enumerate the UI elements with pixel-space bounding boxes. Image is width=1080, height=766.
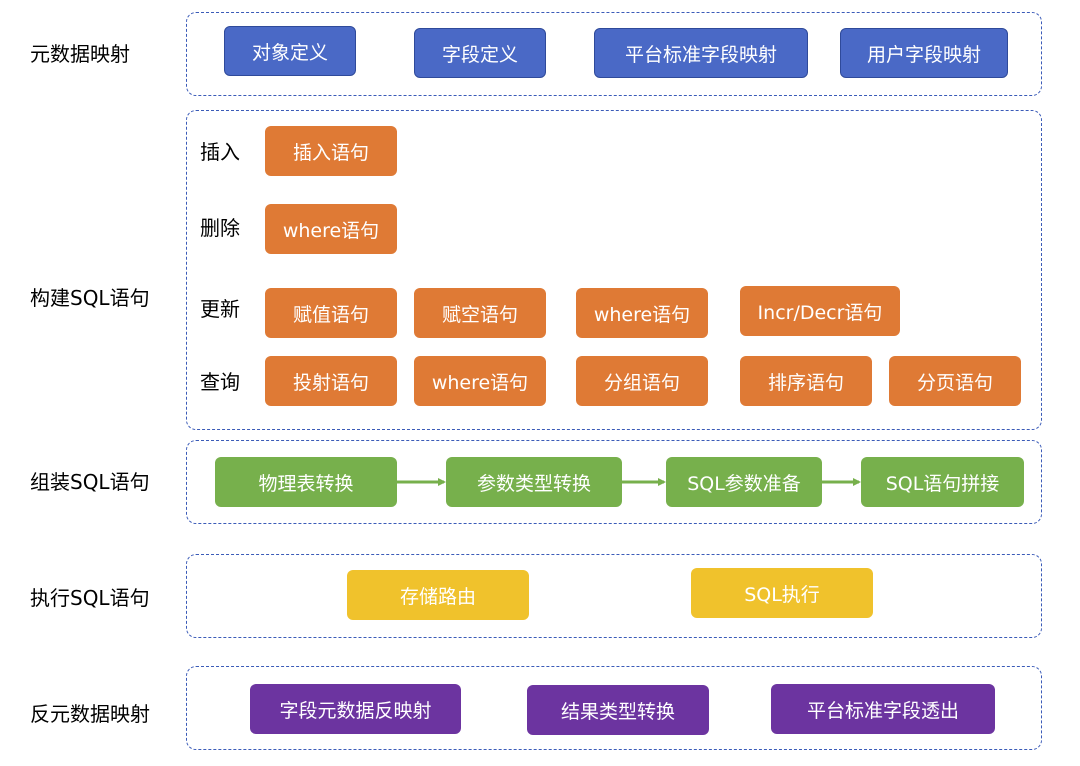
sub-label-delete: 删除 [200, 216, 240, 240]
box-user-field-mapping: 用户字段映射 [840, 28, 1008, 78]
box-object-definition: 对象定义 [224, 26, 356, 76]
sub-label-update: 更新 [200, 297, 240, 321]
row-label-build-sql: 构建SQL语句 [30, 286, 150, 310]
section-build-sql [186, 110, 1042, 430]
row-label-reverse-mapping: 反元数据映射 [30, 702, 150, 726]
box-delete-where-statement: where语句 [265, 204, 397, 254]
sub-label-insert: 插入 [200, 140, 240, 164]
box-assign-statement: 赋值语句 [265, 288, 397, 338]
box-sql-param-preparation: SQL参数准备 [666, 457, 822, 507]
box-incr-decr-statement: Incr/Decr语句 [740, 286, 900, 336]
box-field-metadata-reverse-mapping: 字段元数据反映射 [250, 684, 461, 734]
sub-label-query: 查询 [200, 370, 240, 394]
box-platform-standard-field-exposure: 平台标准字段透出 [771, 684, 995, 734]
row-label-assemble-sql: 组装SQL语句 [30, 470, 150, 494]
box-field-definition: 字段定义 [414, 28, 546, 78]
section-execute-sql [186, 554, 1042, 638]
row-label-execute-sql: 执行SQL语句 [30, 586, 150, 610]
section-metadata-mapping [186, 12, 1042, 96]
box-storage-routing: 存储路由 [347, 570, 529, 620]
box-projection-statement: 投射语句 [265, 356, 397, 406]
box-paging-statement: 分页语句 [889, 356, 1021, 406]
row-label-metadata-mapping: 元数据映射 [30, 42, 130, 66]
section-reverse-mapping [186, 666, 1042, 750]
box-param-type-conversion: 参数类型转换 [446, 457, 622, 507]
box-group-statement: 分组语句 [576, 356, 708, 406]
box-physical-table-conversion: 物理表转换 [215, 457, 397, 507]
box-order-statement: 排序语句 [740, 356, 872, 406]
box-query-where-statement: where语句 [414, 356, 546, 406]
section-assemble-sql [186, 440, 1042, 524]
box-assign-null-statement: 赋空语句 [414, 288, 546, 338]
box-update-where-statement: where语句 [576, 288, 708, 338]
box-insert-statement: 插入语句 [265, 126, 397, 176]
box-platform-standard-field-mapping: 平台标准字段映射 [594, 28, 808, 78]
box-sql-statement-concat: SQL语句拼接 [861, 457, 1024, 507]
box-sql-execution: SQL执行 [691, 568, 873, 618]
box-result-type-conversion: 结果类型转换 [527, 685, 709, 735]
